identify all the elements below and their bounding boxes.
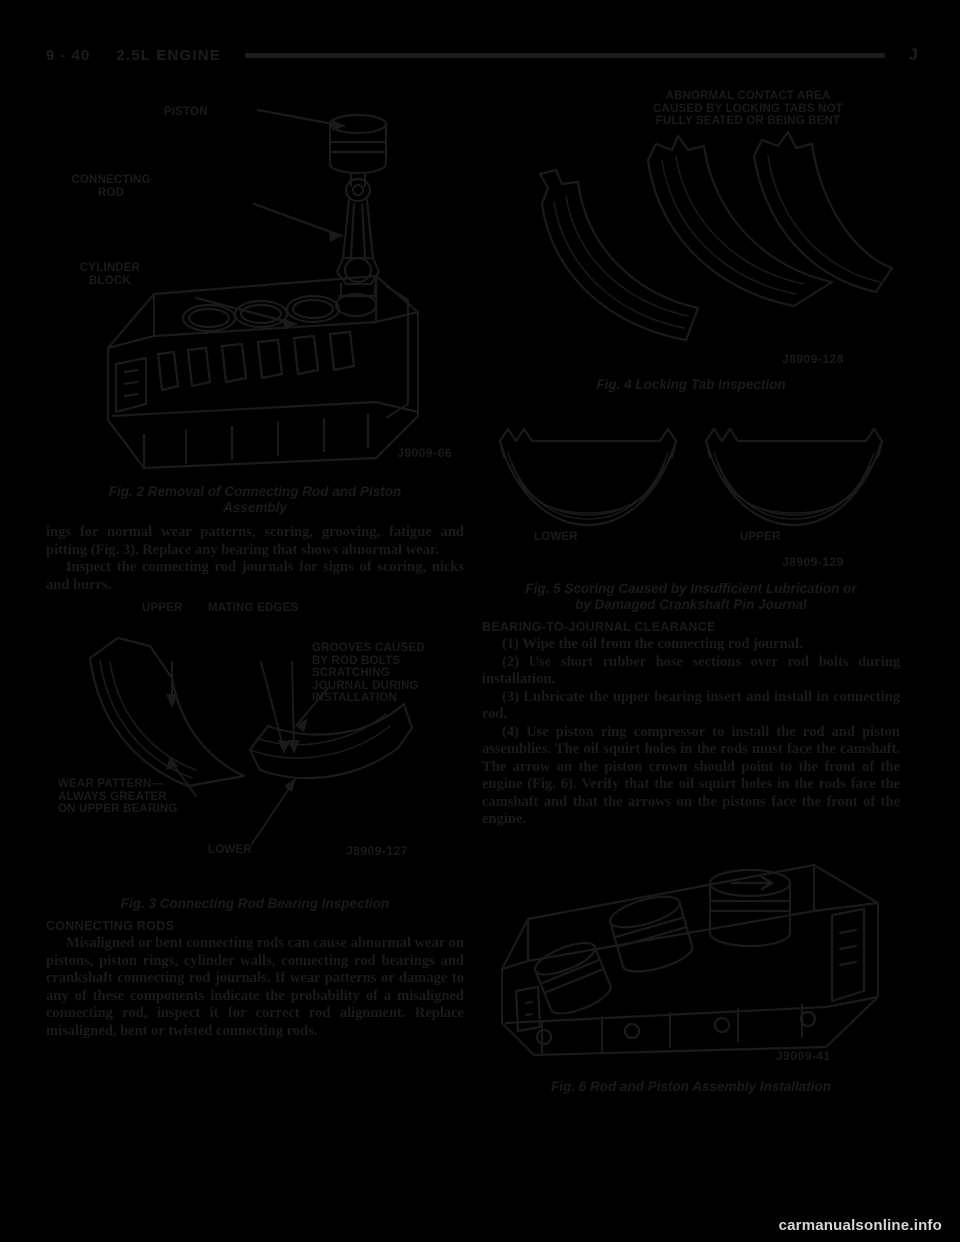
site-watermark: carmanualsonline.info: [778, 1217, 942, 1234]
page-number: 9 - 40: [46, 46, 91, 64]
left-column: PISTON CONNECTING ROD CYLINDER BLOCK J90…: [46, 86, 464, 1040]
label-lower-bearing: LOWER: [208, 844, 252, 856]
manual-mark: J: [908, 45, 918, 64]
figure-6-artwork: J9009-41: [482, 840, 900, 1073]
scoring-bearing-illustration: [498, 427, 884, 527]
locking-tab-illustration: [538, 130, 894, 342]
paragraph-journal-inspection: Inspect the connecting rod journals for …: [46, 559, 464, 593]
figure-5-caption-line2: by Damaged Crankshaft Pin Journal: [575, 597, 807, 612]
figure-4-caption: Fig. 4 Locking Tab Inspection: [596, 377, 786, 392]
paragraph-bearing-wear: ings for normal wear patterns, scoring, …: [46, 524, 464, 558]
label-grooves-caused: GROOVES CAUSED BY ROD BOLTS SCRATCHING J…: [312, 642, 425, 704]
figure-5-caption-line1: Fig. 5 Scoring Caused by Insufficient Lu…: [525, 581, 857, 596]
label-connecting-rod: CONNECTING ROD: [71, 174, 151, 199]
figure-5-code: J8909-129: [782, 555, 844, 569]
label-wear-pattern: WEAR PATTERN— ALWAYS GREATER ON UPPER BE…: [58, 778, 178, 815]
label-mating-edges: MATING EDGES: [208, 602, 299, 614]
figure-6-caption: Fig. 6 Rod and Piston Assembly Installat…: [550, 1078, 832, 1094]
figure-5-artwork: LOWER UPPER J8909-129: [482, 401, 900, 571]
figure-3-artwork: UPPER MATING EDGES GROOVES CAUSED BY ROD…: [46, 600, 464, 890]
step-4: (4) Use piston ring compressor to instal…: [482, 723, 900, 828]
bearing-inspection-illustration: [88, 636, 414, 845]
rod-piston-installation-illustration: [500, 863, 880, 1056]
step-2: (2) Use short rubber hose sections over …: [482, 653, 900, 688]
figure-4-artwork: ABNORMAL CONTACT AREA CAUSED BY LOCKING …: [482, 86, 900, 371]
label-figure5-upper: UPPER: [740, 531, 781, 543]
figure-3-code: J8909-127: [346, 844, 408, 858]
figure-3-caption: Fig. 3 Connecting Rod Bearing Inspection: [120, 896, 390, 911]
section-title: 2.5L ENGINE: [116, 46, 221, 64]
subhead-connecting-rods: CONNECTING RODS: [46, 919, 175, 933]
label-abnormal-contact-area: ABNORMAL CONTACT AREA CAUSED BY LOCKING …: [652, 90, 844, 127]
figure-4-code: J8909-128: [782, 352, 844, 366]
figure-2-code: J9009-66: [397, 446, 452, 460]
page-footer: carmanualsonline.info: [0, 1208, 960, 1242]
label-piston: PISTON: [164, 106, 208, 118]
figure-2-artwork: PISTON CONNECTING ROD CYLINDER BLOCK J90…: [46, 86, 464, 478]
running-header: 9 - 40 2.5L ENGINE J: [46, 42, 918, 68]
figure-2-caption-line1: Fig. 2 Removal of Connecting Rod and Pis…: [108, 484, 402, 499]
label-upper-bearing: UPPER: [142, 602, 183, 614]
label-cylinder-block: CYLINDER BLOCK: [79, 262, 141, 287]
step-3: (3) Lubricate the upper bearing insert a…: [482, 688, 900, 723]
figure-2-caption-line2: Assembly: [223, 500, 287, 515]
step-1: (1) Wipe the oil from the connecting rod…: [502, 636, 803, 652]
paragraph-connecting-rods: Misaligned or bent connecting rods can c…: [46, 935, 464, 1039]
figure-6-code: J9009-41: [776, 1048, 831, 1063]
right-column: ABNORMAL CONTACT AREA CAUSED BY LOCKING …: [482, 86, 900, 1099]
header-rule: [244, 52, 885, 58]
label-figure5-lower: LOWER: [534, 531, 578, 543]
engine-block-illustration: [106, 108, 420, 470]
subhead-bearing-to-journal-clearance: BEARING-TO-JOURNAL CLEARANCE: [482, 620, 716, 634]
